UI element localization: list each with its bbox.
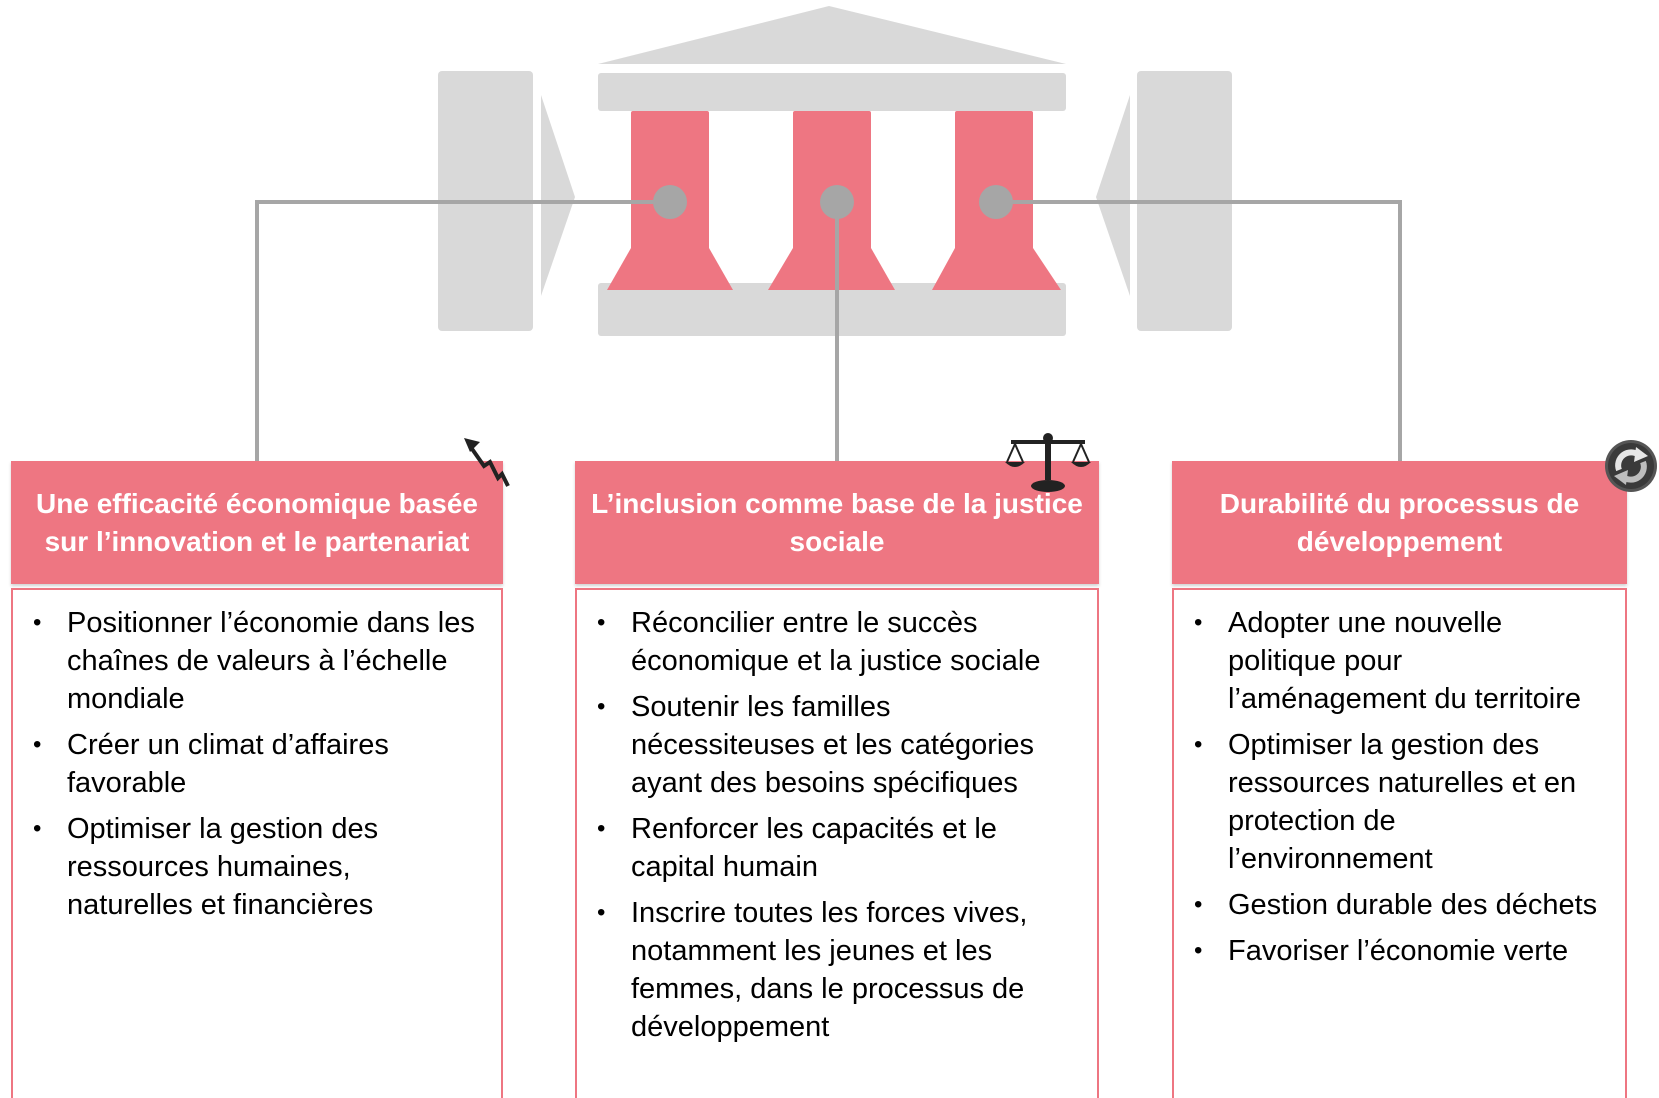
- pillar-title-social-inclusion: L’inclusion comme base de la justice soc…: [575, 461, 1099, 584]
- list-item: Gestion durable des déchets: [1194, 886, 1605, 924]
- pillar-item-list: Adopter une nouvelle politique pour l’am…: [1174, 590, 1625, 970]
- pillar-item-list: Réconcilier entre le succès économique e…: [577, 590, 1097, 1046]
- list-item: Soutenir les familles nécessiteuses et l…: [597, 688, 1077, 802]
- pillar-body-social-inclusion: Réconcilier entre le succès économique e…: [575, 588, 1099, 1098]
- left-side-wedge: [541, 95, 575, 296]
- right-side-wedge: [1096, 95, 1130, 296]
- list-item: Adopter une nouvelle politique pour l’am…: [1194, 604, 1605, 718]
- growth-arrow-icon: [464, 438, 510, 487]
- scales-of-justice-icon: [1005, 433, 1091, 492]
- pillar-title-text: L’inclusion comme base de la justice soc…: [591, 487, 1083, 557]
- pillar-body-economic-efficiency: Positionner l’économie dans les chaînes …: [11, 588, 503, 1098]
- recycle-icon: [1605, 440, 1657, 492]
- temple-base: [598, 283, 1066, 336]
- list-item: Positionner l’économie dans les chaînes …: [33, 604, 481, 718]
- pillar-title-text: Durabilité du processus de développement: [1219, 487, 1580, 557]
- pillar-item-list: Positionner l’économie dans les chaînes …: [13, 590, 501, 924]
- temple-column-3: [932, 111, 1061, 290]
- list-item: Optimiser la gestion des ressources natu…: [1194, 726, 1605, 878]
- connector-node-2: [820, 185, 854, 219]
- list-item: Optimiser la gestion des ressources huma…: [33, 810, 481, 924]
- list-item: Inscrire toutes les forces vives, notamm…: [597, 894, 1077, 1046]
- list-item: Créer un climat d’affaires favorable: [33, 726, 481, 802]
- connector-node-1: [653, 185, 687, 219]
- pillar-title-text: Une efficacité économique basée sur l’in…: [36, 487, 478, 557]
- temple-roof: [598, 6, 1066, 64]
- connector-line-3: [996, 200, 1402, 461]
- pillar-title-sustainability: Durabilité du processus de développement: [1172, 461, 1627, 584]
- temple-column-2: [768, 111, 895, 290]
- list-item: Réconcilier entre le succès économique e…: [597, 604, 1077, 680]
- list-item: Renforcer les capacités et le capital hu…: [597, 810, 1077, 886]
- pillar-body-sustainability: Adopter une nouvelle politique pour l’am…: [1172, 588, 1627, 1098]
- connector-node-3: [979, 185, 1013, 219]
- pillar-title-economic-efficiency: Une efficacité économique basée sur l’in…: [11, 461, 503, 584]
- connector-line-1: [255, 200, 670, 461]
- list-item: Favoriser l’économie verte: [1194, 932, 1605, 970]
- temple-lintel: [598, 73, 1066, 111]
- temple-column-1: [607, 111, 733, 290]
